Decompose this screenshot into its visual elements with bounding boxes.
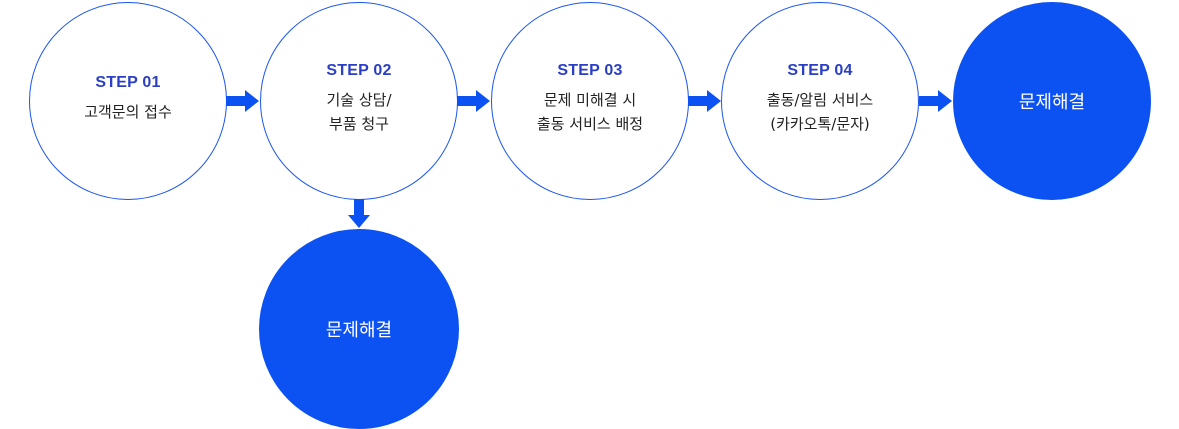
step-01-description: 고객문의 접수 xyxy=(84,103,172,121)
step-04-circle: STEP 04 출동/알림 서비스 (카카오톡/문자) xyxy=(721,2,919,200)
step-01-circle: STEP 01 고객문의 접수 xyxy=(29,2,227,200)
step-02-description: 기술 상담/ 부품 청구 xyxy=(326,91,392,133)
arrow-right-icon xyxy=(688,90,721,112)
step-02-circle: STEP 02 기술 상담/ 부품 청구 xyxy=(260,2,458,200)
step-04-description: 출동/알림 서비스 (카카오톡/문자) xyxy=(766,91,874,133)
resolved-circle-early: 문제해결 xyxy=(259,229,459,429)
arrow-right-icon xyxy=(226,90,259,112)
arrow-right-icon xyxy=(457,90,490,112)
step-04-label: STEP 04 xyxy=(787,62,853,79)
step-02-label: STEP 02 xyxy=(326,62,392,79)
step-03-circle: STEP 03 문제 미해결 시 출동 서비스 배정 xyxy=(491,2,689,200)
arrow-down-icon xyxy=(348,199,370,228)
step-01-label: STEP 01 xyxy=(95,74,161,91)
arrow-right-icon xyxy=(919,90,952,112)
resolved-label: 문제해결 xyxy=(1018,92,1086,113)
step-03-description: 문제 미해결 시 출동 서비스 배정 xyxy=(536,91,644,133)
resolved-label: 문제해결 xyxy=(325,320,393,341)
step-03-label: STEP 03 xyxy=(557,62,623,79)
resolved-circle-final: 문제해결 xyxy=(953,2,1151,200)
